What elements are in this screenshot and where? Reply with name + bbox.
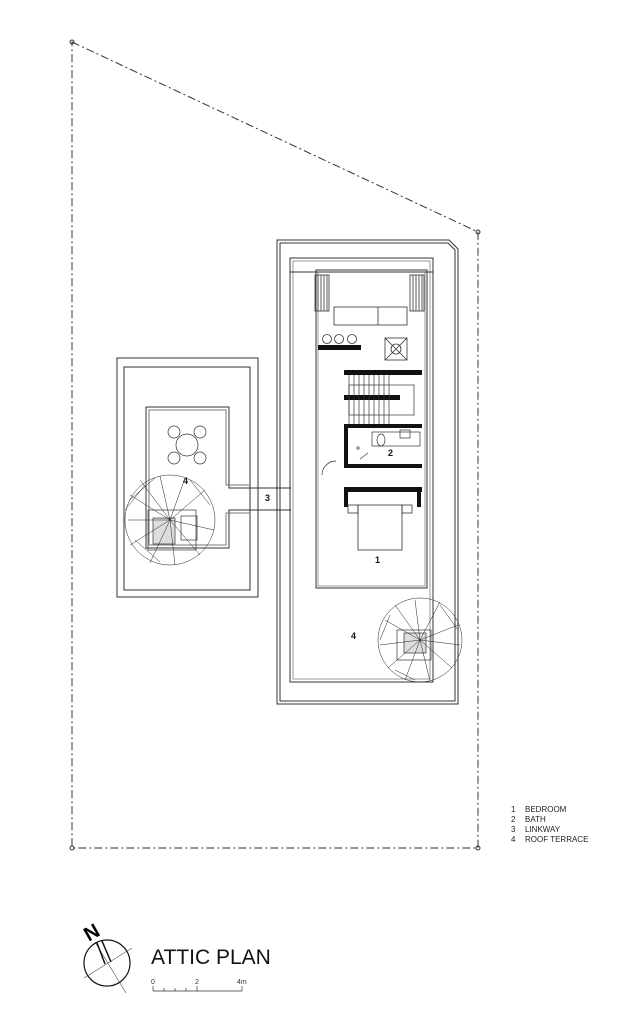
tree-right bbox=[377, 597, 463, 683]
plan-title: ATTIC PLAN bbox=[151, 946, 271, 969]
walls bbox=[318, 345, 422, 507]
legend: 1 BEDROOM 2 BATH 3 LINKWAY 4 ROOF TERRAC… bbox=[511, 805, 588, 844]
legend-num: 1 bbox=[511, 805, 516, 814]
staircase bbox=[348, 375, 415, 424]
boundary-markers bbox=[69, 39, 481, 851]
legend-label: ROOF TERRACE bbox=[525, 835, 588, 844]
left-terrace bbox=[116, 357, 291, 598]
tree-left bbox=[124, 474, 216, 566]
room-tag-roof-terrace-left: 4 bbox=[183, 476, 188, 486]
scale-tick-label: 0 bbox=[151, 979, 155, 986]
scale-tick-label: 2 bbox=[195, 979, 199, 986]
main-block bbox=[276, 239, 459, 705]
bed bbox=[347, 504, 413, 551]
planters bbox=[147, 509, 432, 661]
room-tag-bedroom: 1 bbox=[375, 555, 380, 565]
room-tag-roof-terrace-right: 4 bbox=[351, 631, 356, 641]
bath-fixtures bbox=[321, 429, 421, 476]
room-tag-linkway: 3 bbox=[265, 493, 270, 503]
scale-tick-label: 4m bbox=[237, 979, 247, 986]
legend-label: BEDROOM bbox=[525, 805, 567, 814]
dining-table bbox=[167, 425, 207, 465]
scale-bar bbox=[152, 986, 243, 992]
legend-num: 2 bbox=[511, 815, 516, 824]
legend-label: BATH bbox=[525, 815, 546, 824]
room-tag-bath: 2 bbox=[388, 448, 393, 458]
north-arrow-icon bbox=[83, 939, 133, 994]
louvres bbox=[314, 274, 425, 312]
north-label: N bbox=[80, 920, 104, 946]
legend-num: 3 bbox=[511, 825, 516, 834]
legend-num: 4 bbox=[511, 835, 516, 844]
site-boundary bbox=[71, 41, 479, 849]
furniture bbox=[322, 306, 408, 361]
legend-label: LINKWAY bbox=[525, 825, 561, 834]
